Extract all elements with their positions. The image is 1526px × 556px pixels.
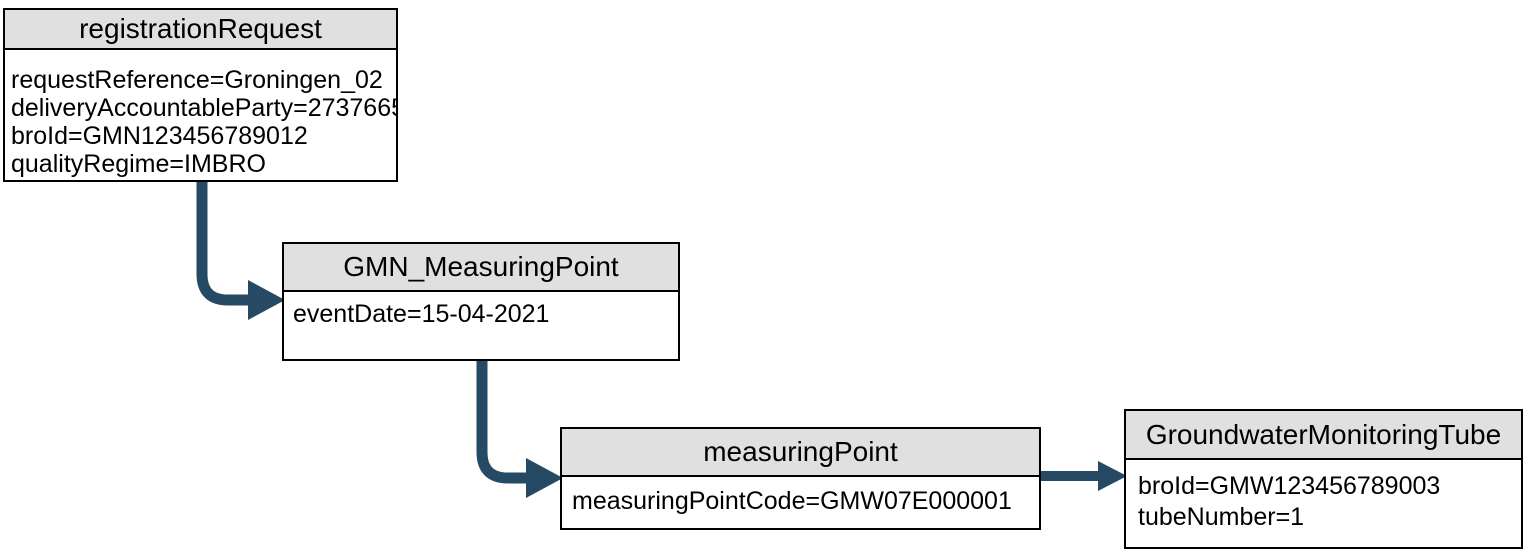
attribute-line: requestReference=Groningen_02 <box>11 66 383 94</box>
attribute-line: qualityRegime=IMBRO <box>11 150 266 178</box>
node-attributes: measuringPointCode=GMW07E000001 <box>562 477 1039 515</box>
attribute-line: measuringPointCode=GMW07E000001 <box>572 487 1012 515</box>
node-attributes: eventDate=15-04-2021 <box>284 292 678 328</box>
attribute-line: broId=GMN123456789012 <box>11 122 308 150</box>
node-groundwater-monitoring-tube: GroundwaterMonitoringTube broId=GMW12345… <box>1124 409 1523 549</box>
node-attributes: requestReference=Groningen_02 deliveryAc… <box>5 50 396 178</box>
node-title: measuringPoint <box>562 429 1039 477</box>
connector-line <box>196 182 248 306</box>
node-attributes: broId=GMW123456789003 tubeNumber=1 <box>1126 460 1521 533</box>
connector-line <box>476 361 526 484</box>
node-measuring-point: measuringPoint measuringPointCode=GMW07E… <box>560 427 1041 530</box>
node-gmn-measuring-point: GMN_MeasuringPoint eventDate=15-04-2021 <box>282 242 680 361</box>
attribute-line: tubeNumber=1 <box>1138 503 1305 531</box>
arrowhead-icon <box>248 280 285 320</box>
connector-gmn-measuring-point-to-measuring-point <box>476 361 563 498</box>
connector-measuring-point-to-groundwater-monitoring-tube <box>1041 461 1127 491</box>
attribute-line: deliveryAccountableParty=27376655 <box>11 94 396 122</box>
node-title: GroundwaterMonitoringTube <box>1126 411 1521 460</box>
arrowhead-icon <box>526 458 563 498</box>
node-title: GMN_MeasuringPoint <box>284 244 678 292</box>
node-title: registrationRequest <box>5 10 396 50</box>
connector-registration-request-to-gmn-measuring-point <box>196 182 285 320</box>
arrowhead-icon <box>1098 461 1127 491</box>
node-registration-request: registrationRequest requestReference=Gro… <box>3 8 398 182</box>
attribute-line: eventDate=15-04-2021 <box>293 300 550 328</box>
attribute-line: broId=GMW123456789003 <box>1138 472 1441 500</box>
